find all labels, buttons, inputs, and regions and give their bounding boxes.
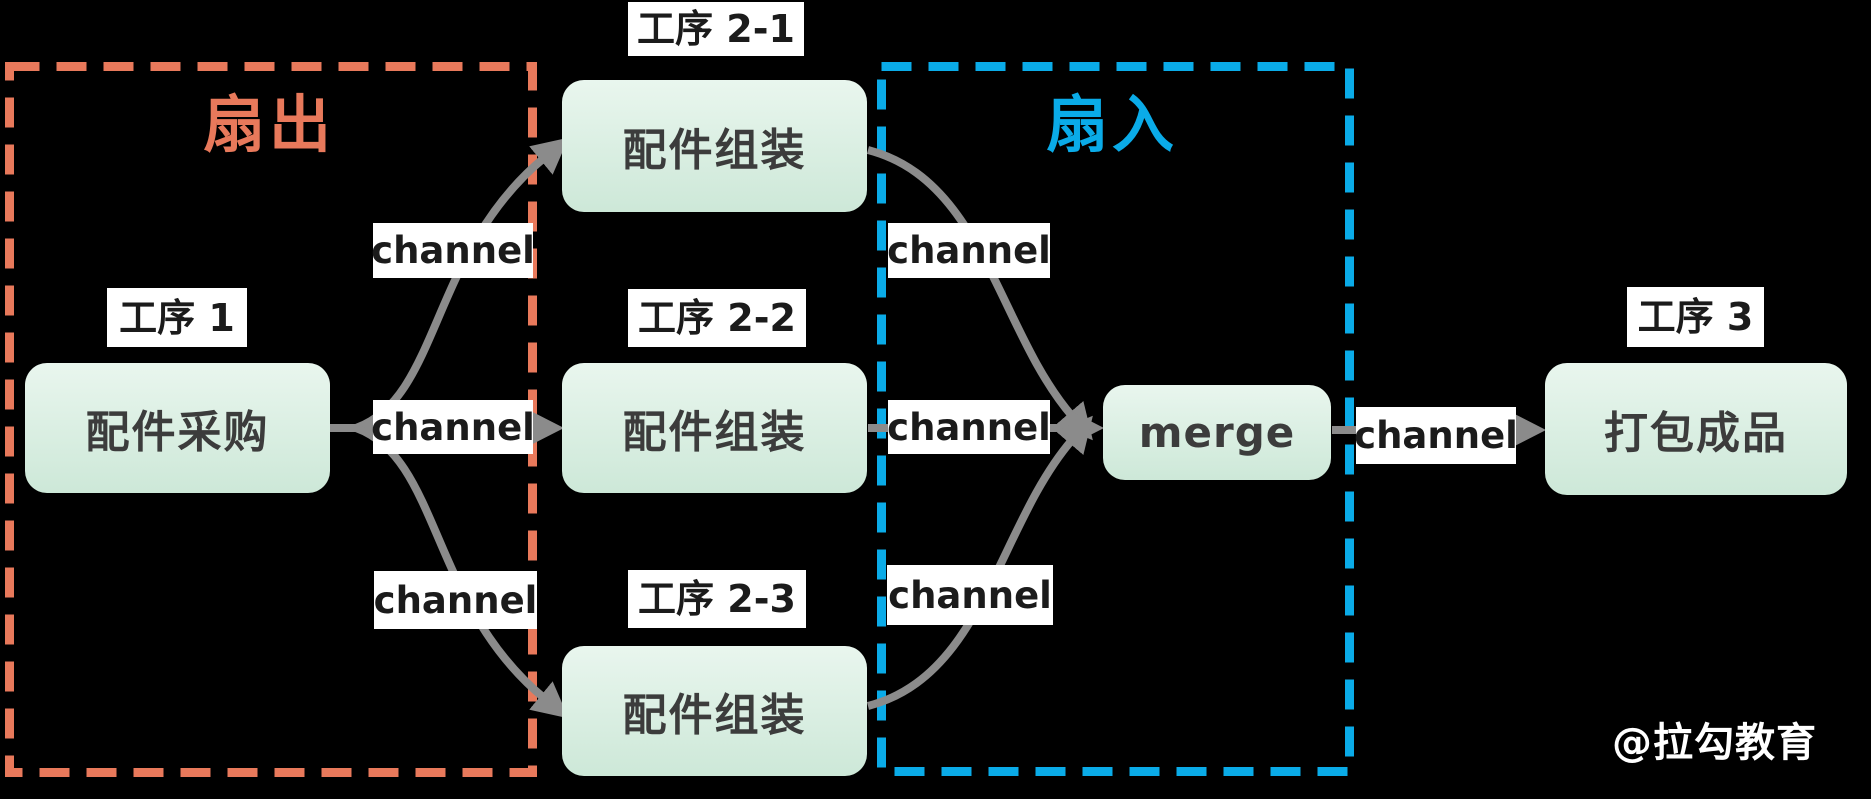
channel-label-fanout-top: channel — [371, 223, 535, 278]
arrow-fanin-top — [866, 146, 1093, 441]
step-label-2-3: 工序 2-3 — [628, 570, 806, 628]
channel-label-fanin-mid: channel — [887, 400, 1051, 454]
node-assemble-1: 配件组装 — [562, 80, 867, 212]
arrow-fanout-top — [330, 137, 569, 432]
step-label-2-1: 工序 2-1 — [628, 2, 804, 56]
node-purchase: 配件采购 — [25, 363, 330, 493]
channel-label-fanout-mid: channel — [371, 400, 535, 454]
watermark: @拉勾教育 — [1612, 720, 1817, 766]
fan-in-region-border — [877, 62, 1354, 776]
channel-label-merge-out: channel — [1354, 407, 1518, 464]
step-label-3: 工序 3 — [1627, 287, 1764, 347]
node-merge: merge — [1103, 385, 1331, 480]
fan-in-title: 扇入 — [1046, 88, 1179, 161]
fan-out-title: 扇出 — [203, 88, 336, 161]
node-assemble-2: 配件组装 — [562, 363, 867, 493]
node-pack: 打包成品 — [1545, 363, 1847, 495]
channel-label-fanout-bottom: channel — [374, 571, 537, 629]
channel-label-fanin-bottom: channel — [887, 565, 1053, 625]
step-label-1: 工序 1 — [107, 288, 247, 347]
step-label-2-2: 工序 2-2 — [628, 289, 806, 347]
arrow-fanout-bottom — [330, 424, 569, 719]
channel-label-fanin-top: channel — [887, 223, 1051, 278]
node-assemble-3: 配件组装 — [562, 646, 867, 776]
